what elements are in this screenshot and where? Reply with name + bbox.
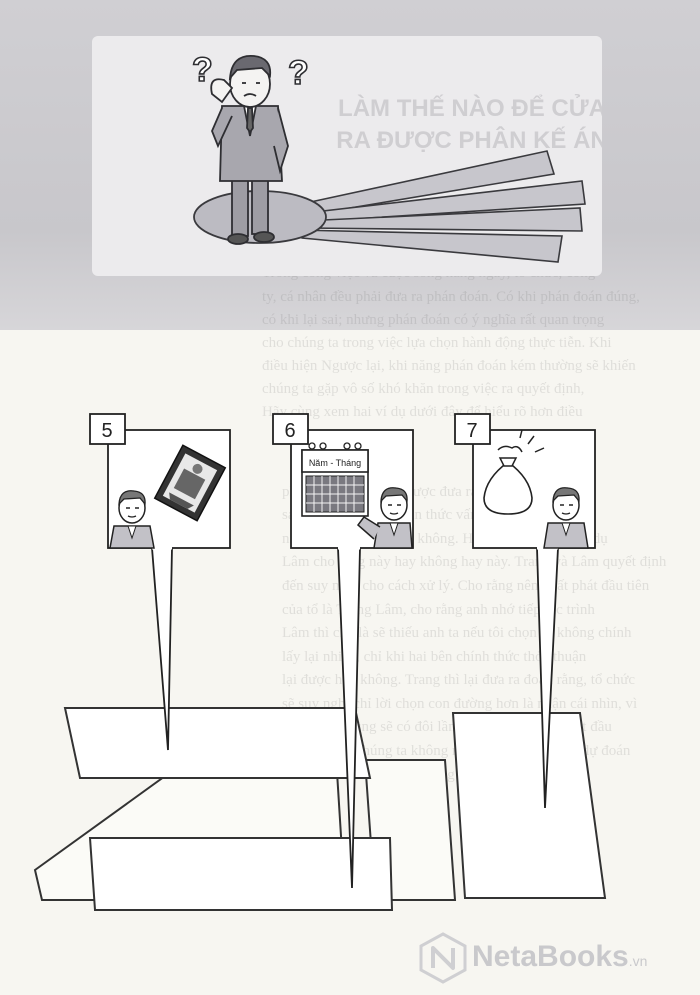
illustration-title-line2: RA ĐƯỢC PHÂN KẾ ÁN [336,126,602,154]
panel-7: 7 [454,413,596,550]
watermark: NetaBooks.vn [418,932,688,984]
panel-7-number-box [454,413,491,445]
illustration-panel: LÀM THẾ NÀO ĐỂ CỬA RA ĐƯỢC PHÂN KẾ ÁN [92,36,608,276]
illustration-title-line1: LÀM THẾ NÀO ĐỂ CỬA [338,93,602,122]
person-avatar [356,487,413,549]
picture-frame-icon [153,444,227,522]
panel-5: 5 [89,413,231,550]
person-avatar [543,487,589,549]
panel-5-number-box [89,413,126,445]
confused-man-illustration: LÀM THẾ NÀO ĐỂ CỬA RA ĐƯỢC PHÂN KẾ ÁN [191,50,608,263]
speech-box-top-left [63,707,372,779]
panel-6-number-box [272,413,309,445]
speech-box-group [33,707,607,911]
calendar-icon: Năm - Tháng [301,442,369,517]
speech-spikes [151,547,559,889]
person-avatar [109,490,155,549]
watermark-text: NetaBooks.vn [472,940,647,974]
panel-7-number: 7 [466,420,477,442]
speech-box-right [451,712,607,899]
panel-6-number: 6 [284,420,295,442]
question-mark-icon: ? [192,51,213,89]
money-bag-icon [483,429,545,515]
speech-box-bottom-left [88,837,394,911]
light-beams [290,150,586,263]
panel-5-number: 5 [101,420,112,442]
calendar-label: Năm - Tháng [309,458,361,468]
netabooks-logo-icon [419,932,467,984]
panel-6: 6 Năm - Tháng [272,413,414,550]
confused-man [210,55,289,245]
question-mark-icon: ? [288,54,309,92]
watermark-suffix: .vn [628,953,648,969]
watermark-brand: NetaBooks [472,940,629,973]
